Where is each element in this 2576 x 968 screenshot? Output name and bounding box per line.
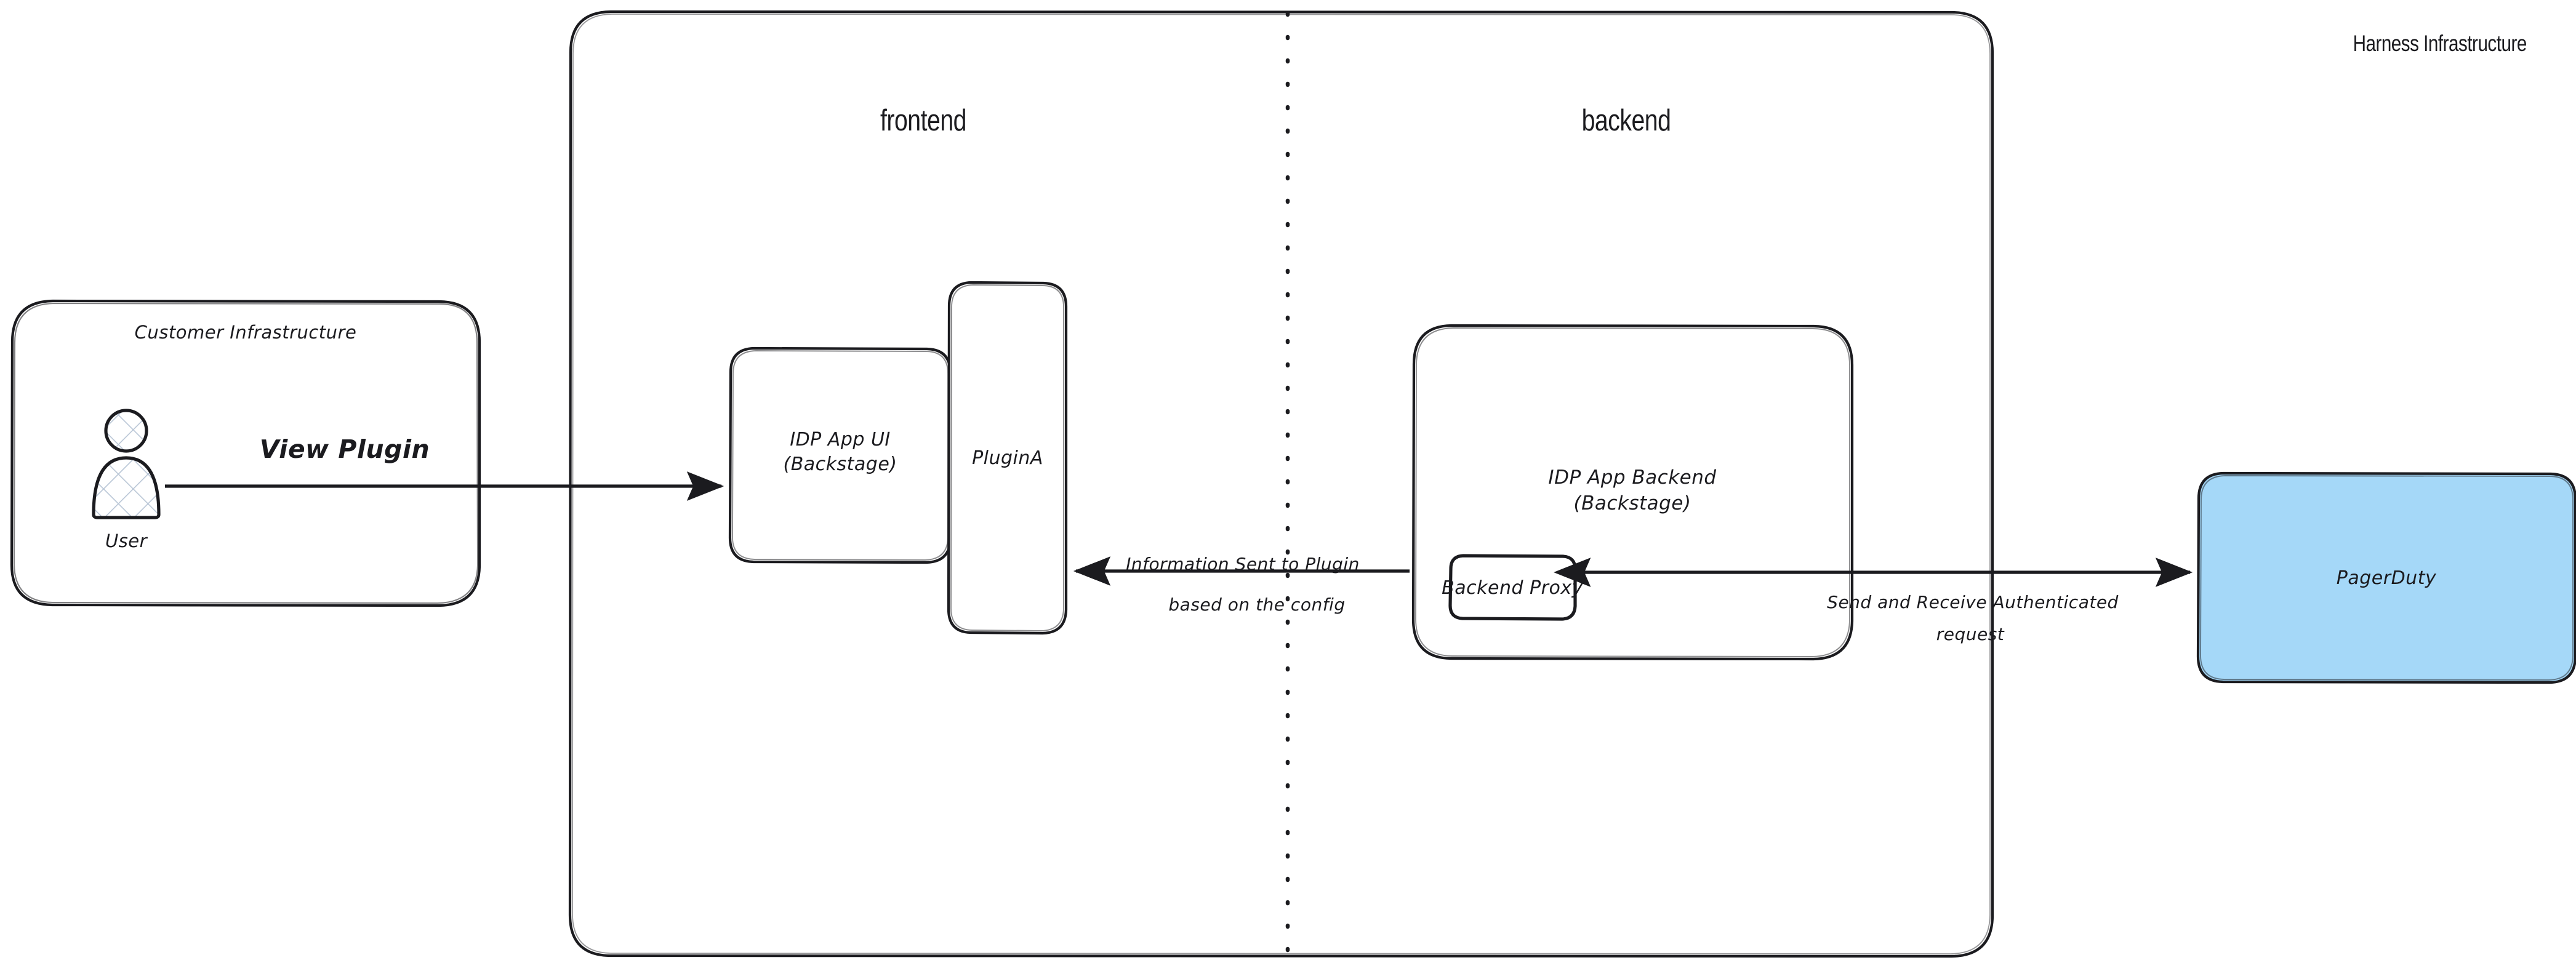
harness-infrastructure-label: Harness Infrastructure (2353, 31, 2527, 56)
edge-label-authenticated-request-line2: request (1936, 624, 2005, 644)
customer-infrastructure-box (10, 299, 481, 607)
edge-label-authenticated-request-line1: Send and Receive Authenticated (1827, 592, 2119, 612)
idp-app-backend-label-line1: IDP App Backend (1548, 466, 1717, 489)
backend-proxy-label: Backend Proxy (1442, 577, 1583, 599)
user-avatar-icon (92, 409, 161, 519)
zone-label-frontend: frontend (880, 104, 967, 137)
plugin-a-label: PluginA (972, 447, 1043, 469)
edge-label-information-sent-line2: based on the config (1168, 594, 1346, 615)
plugin-a-box (947, 281, 1068, 635)
pagerduty-box (2196, 471, 2576, 684)
zone-label-backend: backend (1581, 104, 1671, 137)
idp-app-ui-label-line2: (Backstage) (783, 454, 897, 475)
idp-app-backend-label-line2: (Backstage) (1573, 492, 1691, 514)
harness-infrastructure-box (568, 10, 1994, 958)
user-label: User (105, 530, 148, 551)
edge-label-view-plugin: View Plugin (259, 434, 430, 464)
pagerduty-label: PagerDuty (2336, 567, 2437, 589)
idp-app-ui-label-line1: IDP App UI (790, 429, 891, 450)
edge-label-information-sent-line1: Information Sent to Plugin (1126, 554, 1360, 574)
customer-infrastructure-label: Customer Infrastructure (134, 322, 357, 343)
